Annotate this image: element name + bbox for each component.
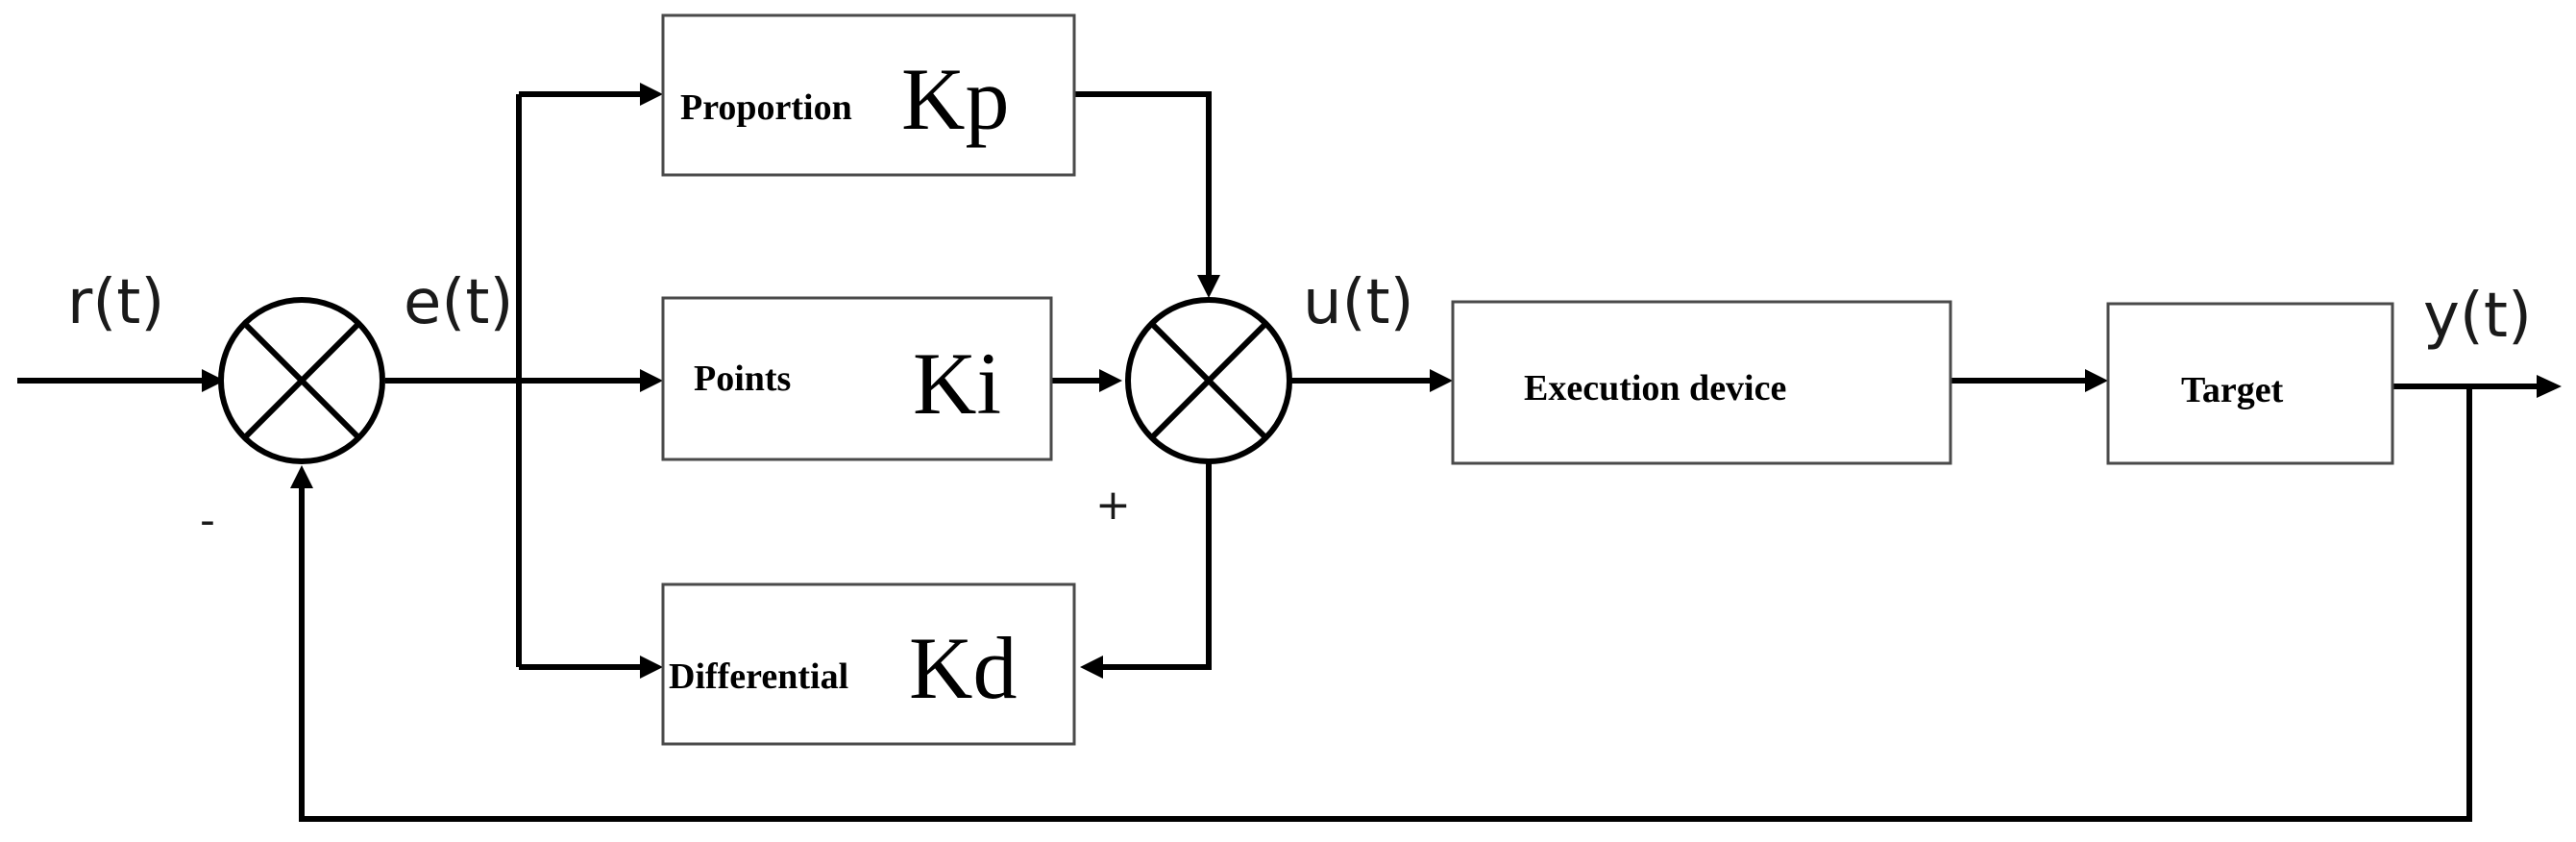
control-summing-junction [1125,297,1292,464]
proportion-label: Proportion [680,87,852,128]
execution-device-block [1451,300,1952,465]
minus-sign: - [200,496,215,545]
summer2-top-arrowhead [1197,275,1220,298]
control-arrowhead [1430,369,1453,392]
points-gain: Ki [913,334,1001,433]
output-arrowhead [2537,375,2562,398]
error-signal-label: e(t) [404,267,513,338]
proportion-arrowhead [640,83,663,106]
proportion-gain: Kp [901,50,1009,148]
differential-return-arrowhead [1080,656,1103,679]
proportion-block [661,13,1076,177]
feedback-line [299,386,2472,822]
control-signal-label: u(t) [1303,267,1414,338]
arrowheads [202,83,2562,679]
target-block [2106,302,2394,465]
points-arrowhead [640,369,663,392]
feedback-arrowhead [290,465,313,488]
proportion-out-line [1073,91,1212,290]
target-arrowhead [2085,369,2108,392]
differential-arrowhead [640,656,663,679]
differential-gain: Kd [909,619,1017,717]
differential-label: Differential [669,656,848,697]
reference-signal-label: r(t) [67,267,164,338]
input-arrowhead [202,369,225,392]
target-label: Target [2181,370,2284,410]
plus-sign: + [1095,481,1131,530]
points-block [661,296,1053,461]
signal-lines [17,91,2542,822]
error-summing-junction [218,297,385,464]
differential-block [661,582,1076,746]
summer2-left-arrowhead [1099,369,1122,392]
output-signal-label: y(t) [2423,281,2532,352]
execution-device-label: Execution device [1524,368,1786,409]
summer2-to-differential-line [1093,463,1212,670]
points-label: Points [694,359,791,399]
